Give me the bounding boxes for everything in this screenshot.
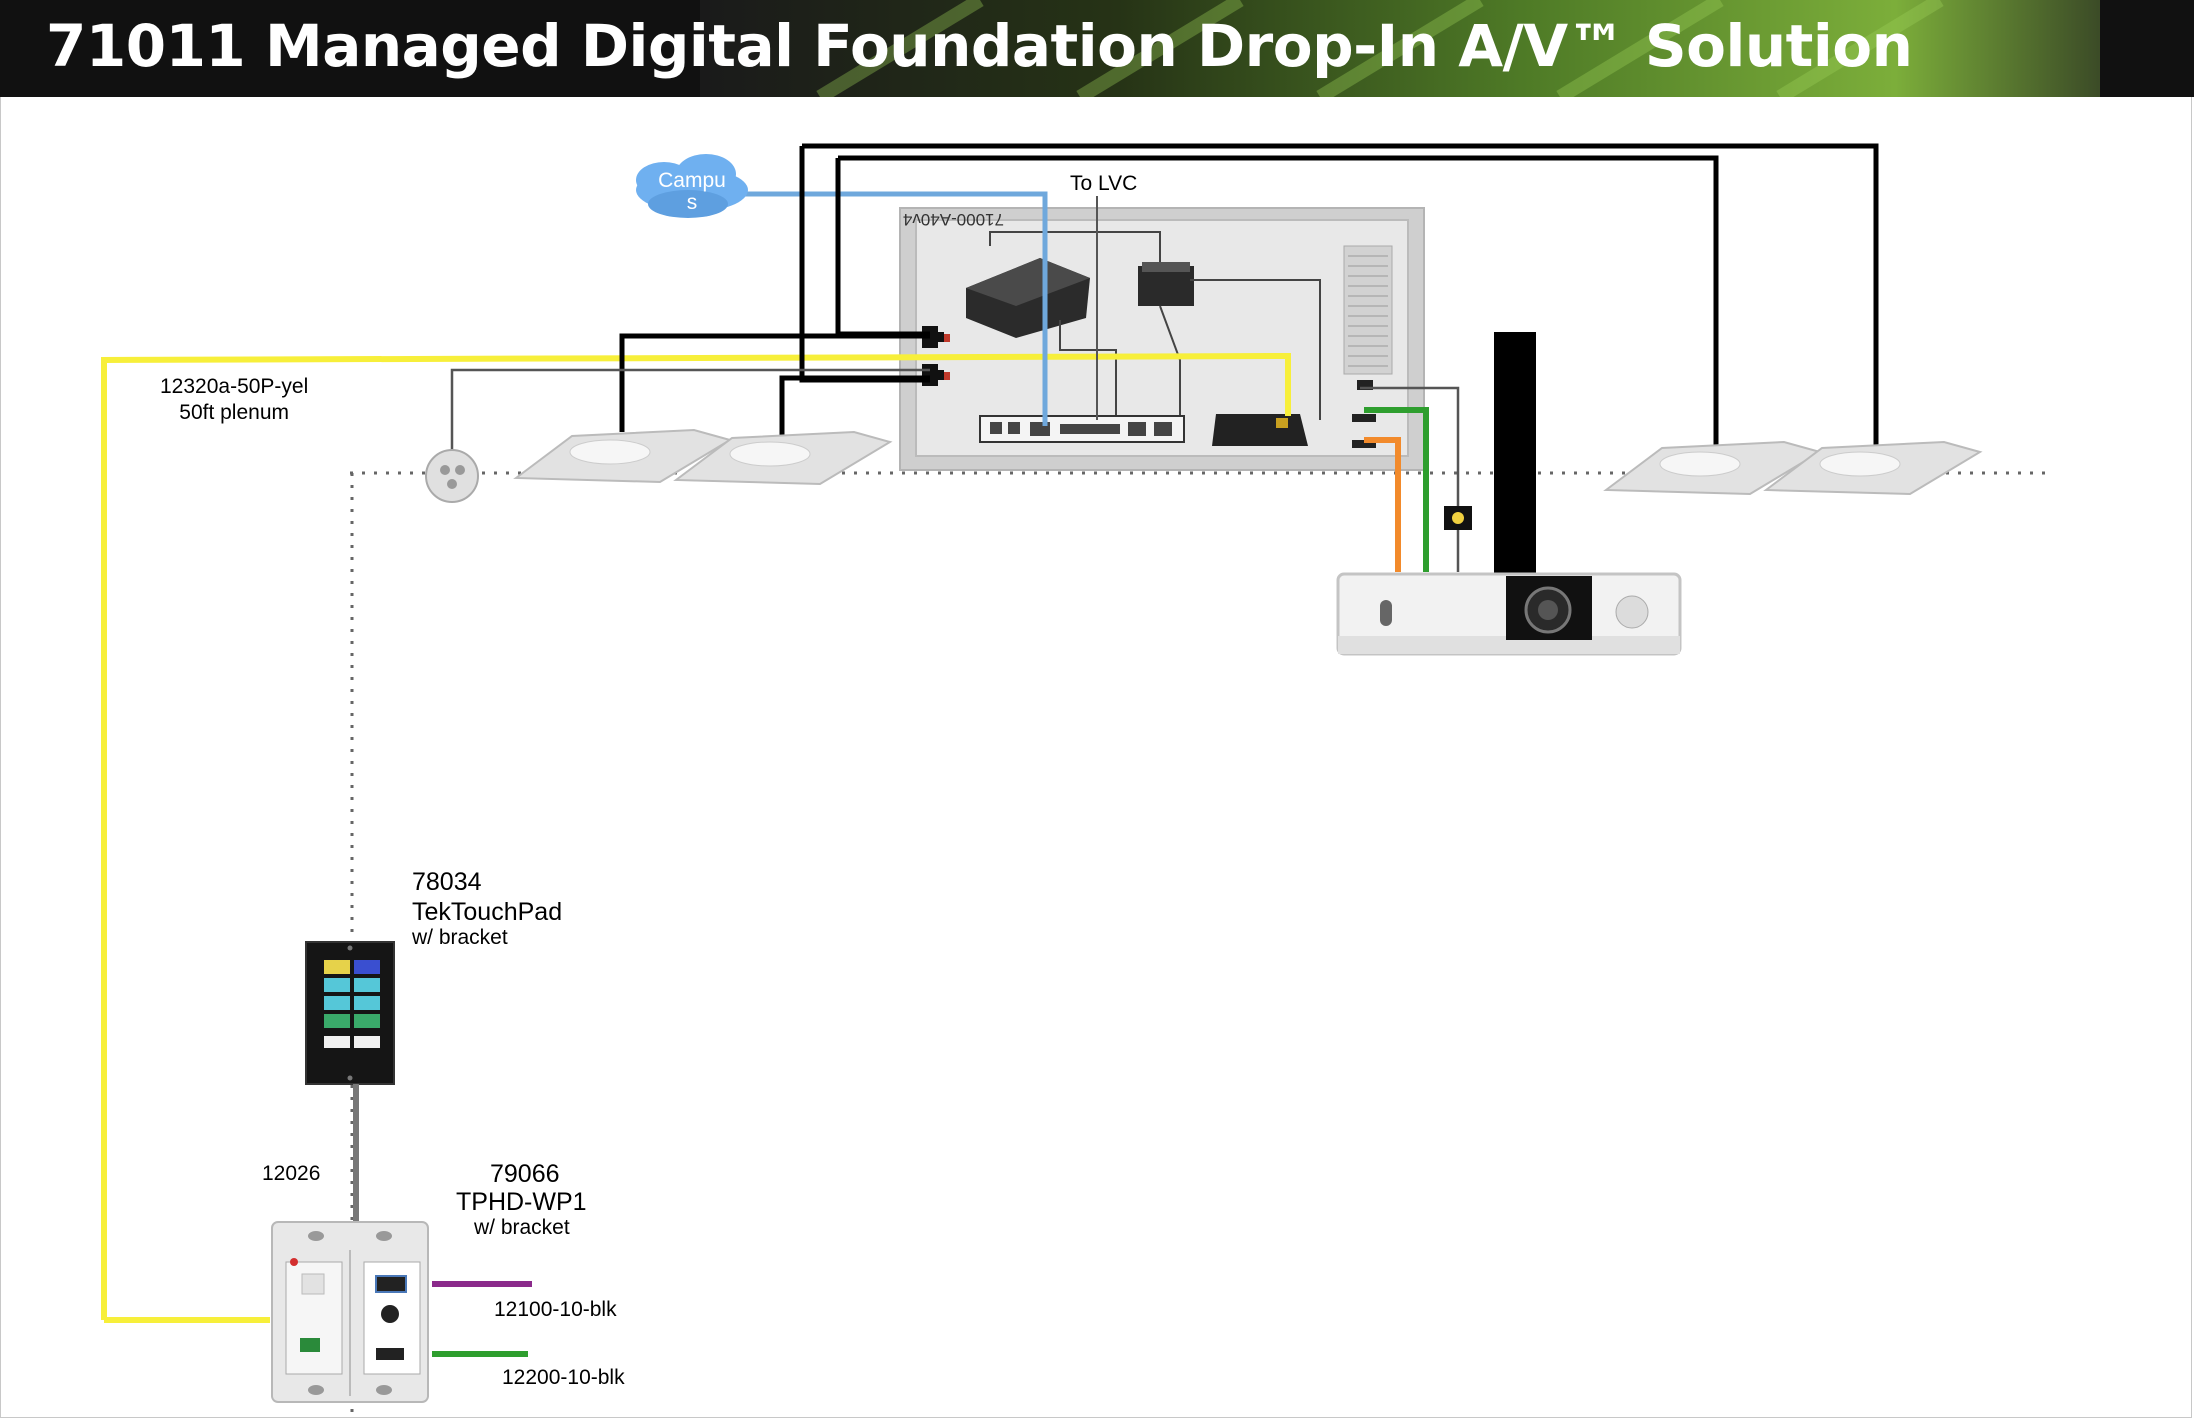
wallplate-part-number: 79066 — [490, 1160, 560, 1188]
enclosure-label: 71000-A40v4 — [903, 210, 1004, 229]
tphd-wallplate — [271, 1221, 429, 1403]
ceiling-speaker-3 — [1603, 440, 1823, 496]
black-cable-speaker-4 — [802, 143, 1879, 452]
campus-cloud-icon — [636, 154, 748, 218]
tek-touchpad — [305, 941, 395, 1085]
yellow-cable-12320a — [101, 352, 1291, 1320]
touchpad-part-number: 78034 — [412, 868, 482, 896]
touchpad-note: w/ bracket — [412, 926, 508, 949]
yellow-cable-label: 12320a-50P-yel 50ft plenum — [160, 375, 309, 425]
touchpad-name: TekTouchPad — [412, 898, 563, 926]
power-block — [1444, 506, 1472, 530]
black-cable-speaker-1 — [619, 333, 930, 432]
orange-cable — [1364, 437, 1401, 572]
ceiling-speaker-4 — [1763, 440, 1983, 496]
wallplate-note: w/ bracket — [474, 1216, 570, 1239]
ceiling-speaker-1 — [513, 428, 733, 484]
purple-cable-label: 12100-10-blk — [494, 1298, 617, 1321]
projector-mount-pole — [1494, 332, 1536, 574]
ceiling-speaker-2 — [673, 430, 893, 486]
sensor-cable — [450, 368, 930, 464]
equipment-enclosure — [899, 207, 1425, 471]
cable-12026-label: 12026 — [262, 1162, 321, 1185]
wallplate-name: TPHD-WP1 — [456, 1188, 587, 1216]
title-bar-graphic — [0, 0, 2194, 97]
occupancy-sensor — [425, 449, 479, 503]
page-title: 71011 Managed Digital Foundation Drop-In… — [46, 12, 1913, 80]
green-cable-label: 12200-10-blk — [502, 1366, 625, 1389]
black-cable-speaker-2 — [779, 375, 930, 440]
black-cable-speaker-3 — [838, 155, 1719, 448]
green-hdbt-cable — [1364, 407, 1429, 572]
title-bar: 71011 Managed Digital Foundation Drop-In… — [0, 0, 2194, 97]
to-lvc-label: To LVC — [1070, 172, 1138, 195]
projector — [1336, 572, 1682, 656]
